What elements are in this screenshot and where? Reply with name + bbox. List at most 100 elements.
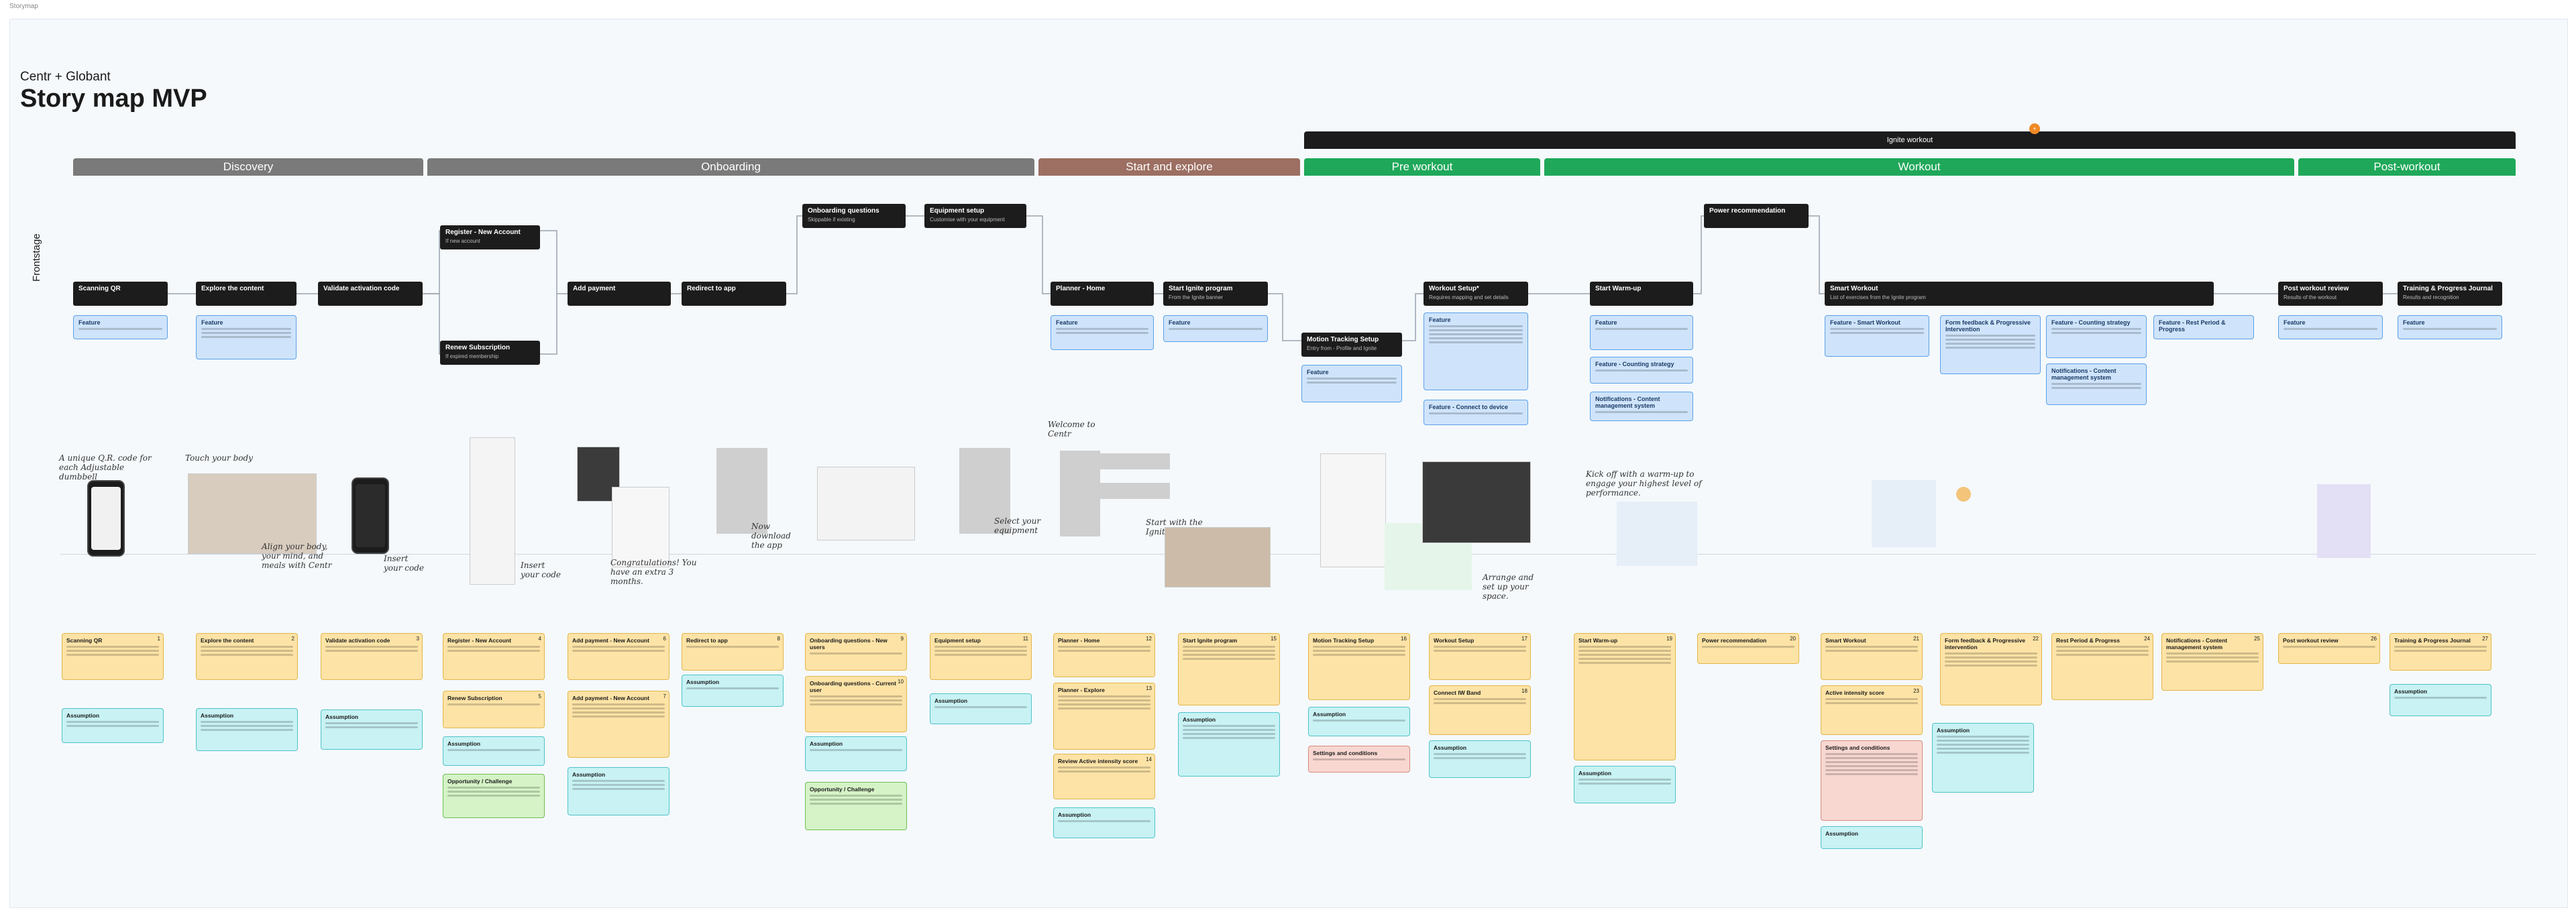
assumption-card[interactable]: Assumption bbox=[1053, 807, 1155, 838]
feature-card[interactable]: Feature bbox=[196, 315, 297, 359]
feature-card[interactable]: Feature bbox=[1051, 315, 1154, 350]
story-title: Equipment setup bbox=[934, 637, 981, 644]
feature-rest-period[interactable]: Feature - Rest Period & Progress bbox=[2153, 315, 2254, 339]
assumption-card[interactable]: Assumption bbox=[62, 708, 164, 743]
feature-card[interactable]: Feature bbox=[1424, 312, 1528, 390]
assumption-card[interactable]: Assumption bbox=[2390, 684, 2491, 716]
settings-card[interactable]: Settings and conditions bbox=[1308, 746, 1410, 773]
feature-card[interactable]: Feature bbox=[1590, 315, 1693, 350]
story-title: Register - New Account bbox=[447, 637, 512, 644]
story-title: Planner - Explore bbox=[1058, 687, 1105, 693]
feature-counting-strategy[interactable]: Feature - Counting strategy bbox=[2046, 315, 2147, 358]
story-number: 27 bbox=[2482, 636, 2488, 642]
assumption-card[interactable]: Assumption bbox=[568, 767, 669, 815]
step-start-warm-up[interactable]: Start Warm-up bbox=[1590, 282, 1693, 306]
opportunity-card[interactable]: Opportunity / Challenge bbox=[805, 782, 907, 830]
step-workout-setup[interactable]: Workout Setup*Requires mapping and set d… bbox=[1424, 282, 1528, 306]
phase-start-and-explore[interactable]: Start and explore bbox=[1038, 158, 1300, 176]
story-title: Notifications - Content management syste… bbox=[2166, 637, 2228, 650]
feature-card[interactable]: Feature bbox=[2398, 315, 2502, 339]
assumption-card[interactable]: Assumption bbox=[682, 675, 784, 707]
assumption-card[interactable]: Assumption bbox=[443, 736, 545, 766]
step-add-payment[interactable]: Add payment bbox=[568, 282, 671, 306]
phase-discovery[interactable]: Discovery bbox=[73, 158, 423, 176]
story-number: 1 bbox=[157, 636, 160, 642]
assumption-card[interactable]: Assumption bbox=[321, 709, 423, 750]
settings-card[interactable]: Settings and conditions bbox=[1821, 740, 1923, 821]
assumption-card[interactable]: Assumption bbox=[1821, 826, 1923, 849]
step-validate-activation-code[interactable]: Validate activation code bbox=[318, 282, 423, 306]
phase-pre-workout[interactable]: Pre workout bbox=[1304, 158, 1540, 176]
step-explore-content[interactable]: Explore the content bbox=[196, 282, 297, 306]
step-title: Redirect to app bbox=[687, 285, 736, 292]
assumption-card[interactable]: Assumption bbox=[1308, 707, 1410, 736]
assumption-card[interactable]: Assumption bbox=[1178, 712, 1280, 777]
step-planner-home[interactable]: Planner - Home bbox=[1051, 282, 1154, 306]
feature-card[interactable]: Feature bbox=[1163, 315, 1268, 342]
opportunity-card[interactable]: Opportunity / Challenge bbox=[443, 774, 545, 818]
annotation: Insert your code bbox=[521, 561, 561, 579]
phase-onboarding[interactable]: Onboarding bbox=[427, 158, 1034, 176]
assumption-card[interactable]: Assumption bbox=[1429, 740, 1531, 778]
comment-badge[interactable]: + bbox=[2029, 123, 2040, 134]
assumption-card[interactable]: Assumption bbox=[1932, 723, 2034, 793]
assumption-card[interactable]: Assumption bbox=[930, 693, 1032, 724]
step-title: Post workout review bbox=[2284, 285, 2349, 292]
assumption-card[interactable]: Assumption bbox=[805, 736, 907, 771]
feature-connect-device[interactable]: Feature - Connect to device bbox=[1424, 400, 1528, 425]
feature-counting-strategy[interactable]: Feature - Counting strategy bbox=[1590, 357, 1693, 384]
step-redirect-to-app[interactable]: Redirect to app bbox=[682, 282, 786, 306]
feature-form-feedback[interactable]: Form feedback & Progressive Intervention bbox=[1940, 315, 2041, 374]
placeholder-block bbox=[1100, 483, 1170, 499]
assumption-card[interactable]: Assumption bbox=[196, 708, 298, 751]
feature-card[interactable]: Feature bbox=[2278, 315, 2383, 339]
feature-notifications[interactable]: Notifications - Content management syste… bbox=[1590, 392, 1693, 421]
step-power-recommendation[interactable]: Power recommendation bbox=[1704, 204, 1809, 228]
assumption-card[interactable]: Assumption bbox=[1574, 766, 1676, 803]
step-scanning-qr[interactable]: Scanning QR bbox=[73, 282, 168, 306]
story-title: Explore the content bbox=[201, 637, 254, 644]
feature-card[interactable]: Feature bbox=[1301, 365, 1402, 402]
phase-workout[interactable]: Workout bbox=[1544, 158, 2294, 176]
feature-notifications[interactable]: Notifications - Content management syste… bbox=[2046, 363, 2147, 405]
feature-card[interactable]: Feature bbox=[73, 315, 168, 339]
phase-post-workout[interactable]: Post-workout bbox=[2298, 158, 2516, 176]
feature-smart-workout[interactable]: Feature - Smart Workout bbox=[1825, 315, 1929, 357]
